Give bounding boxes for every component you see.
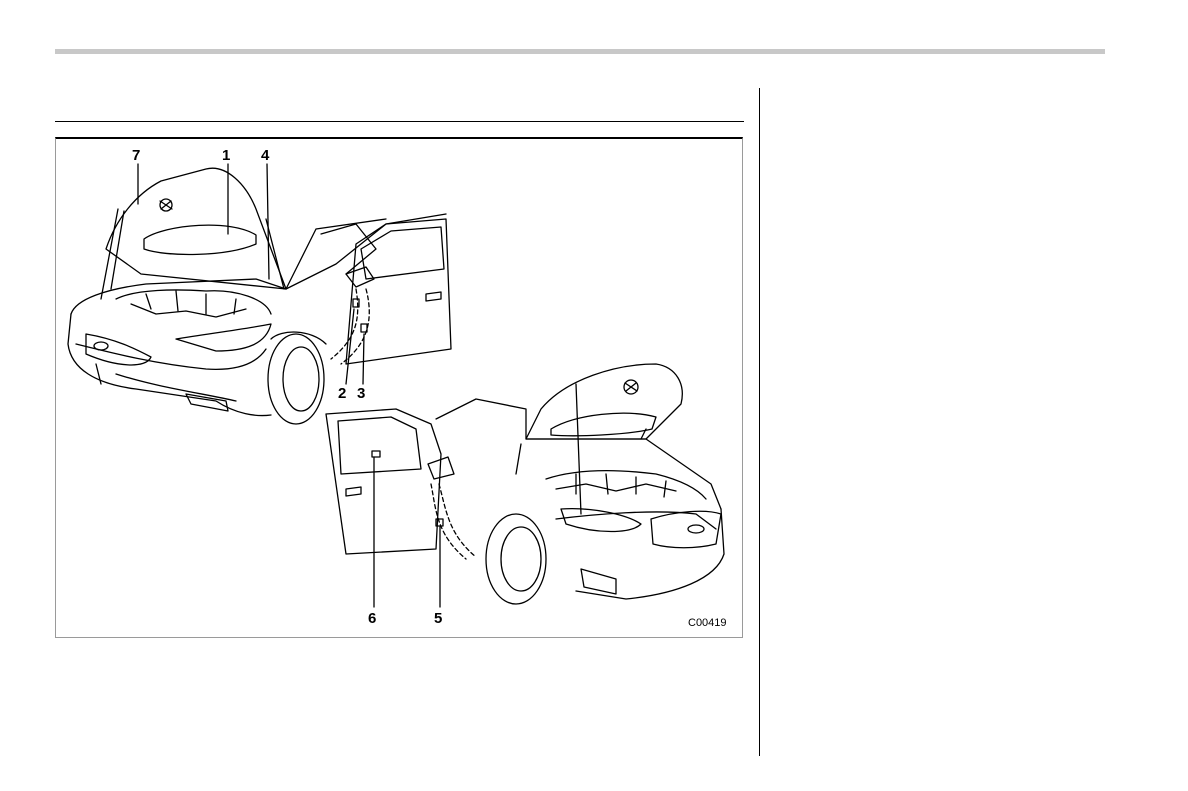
callout-2: 2 [338,386,346,401]
car-front-right-view [326,364,724,607]
top-rule [55,49,1105,54]
callout-7: 7 [132,148,140,163]
car-front-left-view [68,164,451,424]
vehicle-figure: 7 1 4 2 3 6 5 C00419 [55,137,743,638]
figure-code: C00419 [688,618,727,629]
vehicle-illustration [56,139,744,640]
callout-6: 6 [368,611,376,626]
column-divider [759,88,760,756]
callout-5: 5 [434,611,442,626]
callout-1: 1 [222,148,230,163]
heading-rule [55,121,744,122]
callout-3: 3 [357,386,365,401]
callout-4: 4 [261,148,269,163]
